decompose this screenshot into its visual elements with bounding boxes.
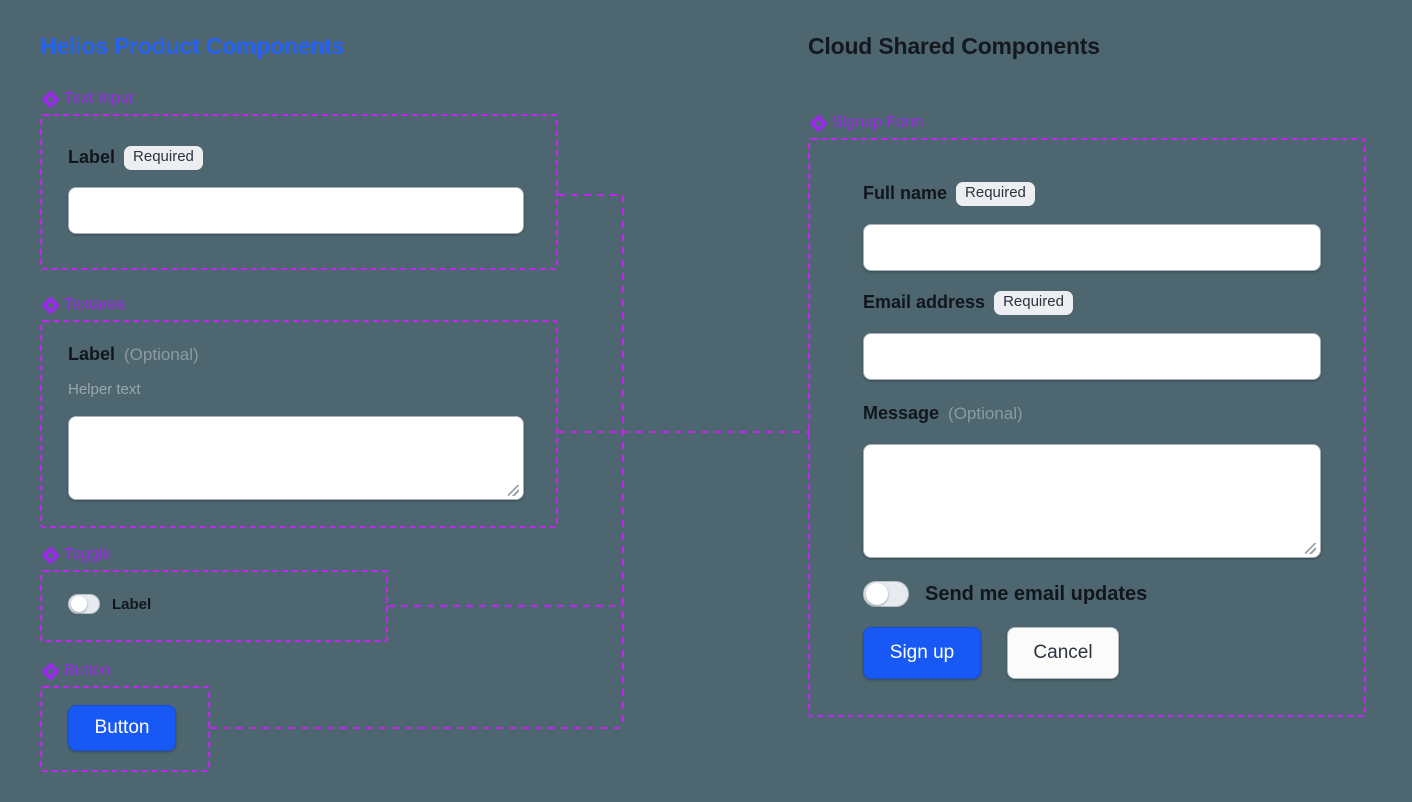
field-label: Label [68, 344, 116, 364]
field-label: Message [863, 403, 940, 423]
field-label-row-text-input: Label Required [68, 146, 203, 170]
toggle-knob [71, 596, 87, 612]
section-heading-textarea: Textarea [41, 295, 126, 315]
page-title-left: Helios Product Components [40, 33, 345, 59]
textarea-field[interactable] [68, 416, 524, 500]
email-updates-toggle-row: Send me email updates [863, 581, 1147, 607]
optional-tag: (Optional) [948, 403, 1023, 423]
component-box-signup-form [808, 138, 1366, 717]
section-heading-label: Toggle [64, 546, 112, 563]
required-badge: Required [124, 146, 203, 170]
field-label-row-full-name: Full name Required [863, 182, 1035, 206]
message-textarea[interactable] [863, 444, 1321, 558]
section-heading-label: Textarea [64, 296, 126, 313]
page-title-right: Cloud Shared Components [808, 33, 1100, 59]
toggle-row: Label [68, 594, 151, 614]
sign-up-button[interactable]: Sign up [863, 627, 981, 679]
cancel-button[interactable]: Cancel [1007, 627, 1119, 679]
section-heading-text-input: Text Input [41, 89, 134, 109]
component-box-toggle [40, 570, 388, 642]
diamond-icon [41, 545, 60, 565]
component-box-textarea [40, 320, 558, 528]
diamond-icon [41, 661, 60, 681]
component-box-button [40, 686, 210, 772]
section-heading-label: Button [64, 662, 111, 679]
required-badge: Required [956, 182, 1035, 206]
field-label-row-textarea: Label (Optional) [68, 344, 199, 365]
field-label-row-email: Email address Required [863, 291, 1073, 315]
toggle-switch[interactable] [68, 594, 100, 614]
helper-text: Helper text [68, 381, 141, 398]
toggle-knob [866, 583, 888, 605]
text-input-field[interactable] [68, 187, 524, 234]
diamond-icon [41, 89, 60, 109]
email-input[interactable] [863, 333, 1321, 380]
section-heading-label: Text Input [64, 90, 134, 107]
connector-text-input [558, 194, 624, 432]
diamond-icon [809, 113, 828, 133]
button-demo[interactable]: Button [68, 705, 176, 751]
field-label: Label [68, 147, 116, 168]
component-box-text-input [40, 114, 558, 270]
section-heading-label: Signup Form [832, 114, 924, 131]
toggle-label: Label [112, 595, 152, 613]
section-heading-signup-form: Signup Form [809, 113, 924, 133]
diamond-icon [41, 295, 60, 315]
required-badge: Required [994, 291, 1073, 315]
email-updates-toggle[interactable] [863, 581, 909, 607]
section-heading-button: Button [41, 661, 111, 681]
email-updates-label: Send me email updates [925, 582, 1148, 605]
optional-tag: (Optional) [124, 344, 199, 364]
section-heading-toggle: Toggle [41, 545, 112, 565]
field-label: Full name [863, 183, 948, 204]
field-label-row-message: Message (Optional) [863, 403, 1023, 424]
field-label: Email address [863, 292, 986, 313]
full-name-input[interactable] [863, 224, 1321, 271]
